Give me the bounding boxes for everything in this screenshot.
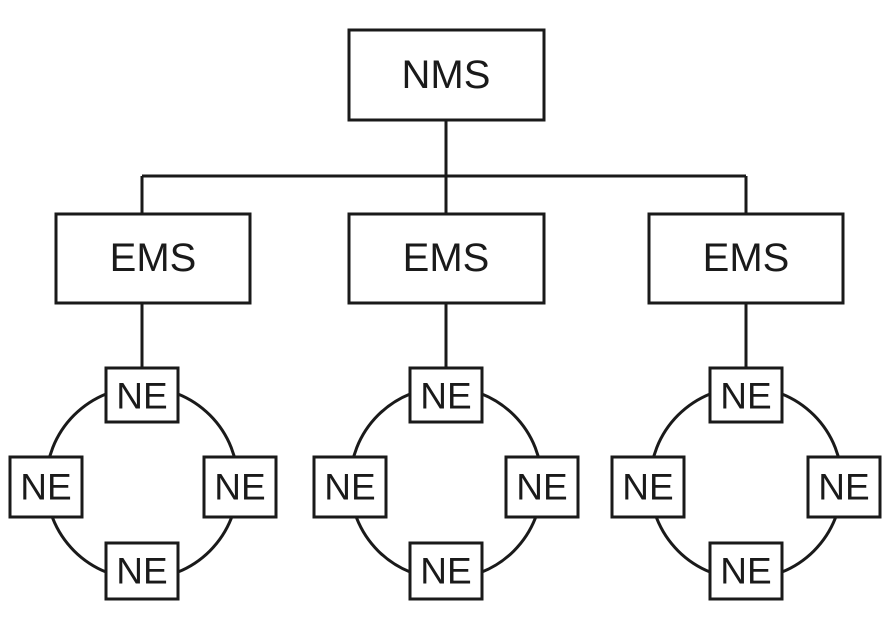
ne-label: NE [720, 376, 771, 417]
ne-node-right: NE [504, 455, 580, 519]
ne-node-top: NE [408, 366, 484, 424]
ems-node-1: EMS [54, 212, 252, 305]
ne-label: NE [420, 376, 471, 417]
ne-node-left: NE [312, 455, 388, 519]
ne-label: NE [622, 467, 673, 508]
ne-label: NE [116, 551, 167, 592]
ne-label: NE [324, 467, 375, 508]
ne-label: NE [214, 467, 265, 508]
ne-node-bottom: NE [708, 541, 784, 601]
ne-label: NE [116, 376, 167, 417]
ne-group-1: NE NE NE NE [8, 366, 278, 601]
ne-node-right: NE [202, 455, 278, 519]
ne-label: NE [20, 467, 71, 508]
ne-group-2: NE NE NE NE [312, 366, 580, 601]
ne-node-bottom: NE [104, 541, 180, 601]
ne-group-3: NE NE NE NE [610, 366, 882, 601]
nms-node: NMS [347, 28, 546, 122]
ems-node-2: EMS [347, 212, 546, 305]
ems-label: EMS [110, 236, 197, 280]
ne-label: NE [720, 551, 771, 592]
connectors [140, 120, 748, 368]
ne-node-left: NE [8, 455, 84, 519]
ne-node-top: NE [104, 366, 180, 424]
ne-label: NE [420, 551, 471, 592]
ne-node-right: NE [806, 455, 882, 519]
ems-node-3: EMS [647, 212, 845, 305]
ne-node-bottom: NE [408, 541, 484, 601]
ne-node-left: NE [610, 455, 686, 519]
nms-label: NMS [402, 53, 491, 97]
ne-label: NE [818, 467, 869, 508]
ems-label: EMS [703, 236, 790, 280]
ne-label: NE [516, 467, 567, 508]
ems-label: EMS [403, 236, 490, 280]
ne-node-top: NE [708, 366, 784, 424]
